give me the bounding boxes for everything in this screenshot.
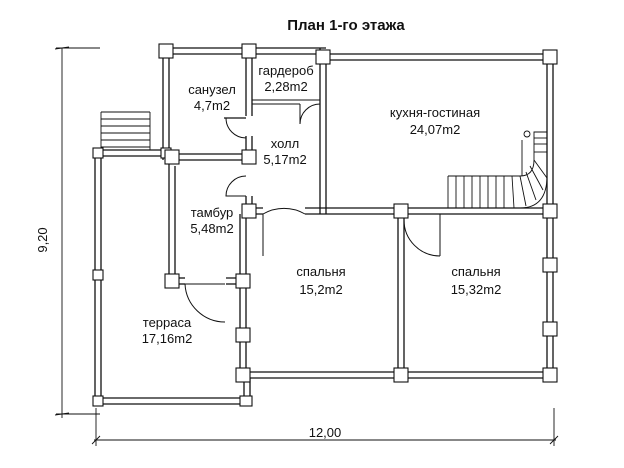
room-tambur-name: тамбур (191, 205, 234, 220)
room-hall-area: 5,17m2 (263, 152, 306, 167)
plan-title: План 1-го этажа (287, 17, 405, 34)
room-garderob-name: гардероб (258, 63, 313, 78)
room-tambur-area: 5,48m2 (190, 221, 233, 236)
dimension-lines (54, 46, 559, 446)
dimension-width: 12,00 (309, 425, 342, 440)
room-kitchen-name: кухня-гостиная (390, 105, 480, 120)
room-bedroom1-area: 15,2m2 (299, 282, 342, 297)
room-terrace-name: терраса (143, 315, 192, 330)
room-hall-name: холл (271, 136, 299, 151)
room-bedroom2-area: 15,32m2 (451, 282, 502, 297)
dimension-height: 9,20 (35, 227, 50, 252)
room-sanuzel-name: санузел (188, 82, 236, 97)
room-garderob-area: 2,28m2 (264, 79, 307, 94)
room-terrace-area: 17,16m2 (142, 331, 193, 346)
wall-posts (158, 43, 558, 383)
room-bedroom2-name: спальня (451, 264, 500, 279)
room-sanuzel-area: 4,7m2 (194, 98, 230, 113)
room-kitchen-area: 24,07m2 (410, 122, 461, 137)
doors (184, 103, 441, 323)
room-bedroom1-name: спальня (296, 264, 345, 279)
staircase (447, 130, 548, 209)
